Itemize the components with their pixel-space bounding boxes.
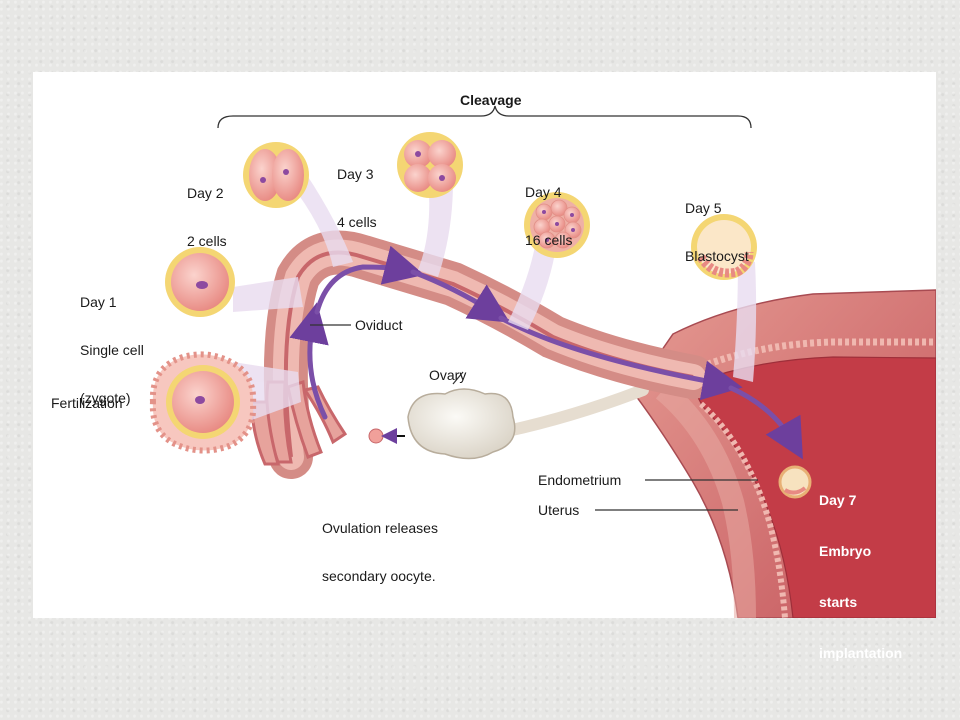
- cleavage-bracket: [217, 105, 752, 129]
- day2-label: Day 2 2 cells: [187, 185, 227, 249]
- day7-label: Day 7 Embryo starts implantation: [819, 492, 903, 661]
- fertilization-cell: [149, 351, 257, 454]
- ovulation-note: Ovulation releases secondary oocyte.: [322, 520, 438, 584]
- embryo-path-arrows: [289, 245, 803, 460]
- day4-sixteen-cells: [524, 192, 590, 258]
- day3-label: Day 3 4 cells: [337, 166, 377, 230]
- secondary-oocyte: [368, 428, 384, 444]
- ovarian-ligament: [497, 384, 649, 438]
- leader-lines: [310, 324, 758, 511]
- day5-label: Day 5 Blastocyst: [685, 200, 749, 264]
- day7-implanting-embryo: [778, 465, 812, 499]
- day1-zygote: [165, 247, 235, 317]
- uterus-label: Uterus: [538, 502, 580, 518]
- fertilization-label: Fertilization: [51, 395, 123, 411]
- endometrium-label: Endometrium: [538, 472, 622, 488]
- cleavage-header: Cleavage: [460, 92, 522, 108]
- reproduction-illustration: [149, 105, 936, 618]
- ovary: [368, 388, 516, 460]
- day4-label: Day 4 16 cells: [525, 184, 573, 248]
- day1-label: Day 1 Single cell (zygote): [80, 294, 144, 406]
- diagram-panel: Cleavage Fertilization Day 1 Single cell…: [33, 72, 936, 661]
- day3-four-cells: [397, 132, 463, 198]
- day5-blastocyst: [691, 214, 757, 280]
- oviduct-label: Oviduct: [355, 317, 403, 333]
- day2-two-cells: [243, 142, 309, 208]
- ovary-label: Ovary: [429, 367, 467, 383]
